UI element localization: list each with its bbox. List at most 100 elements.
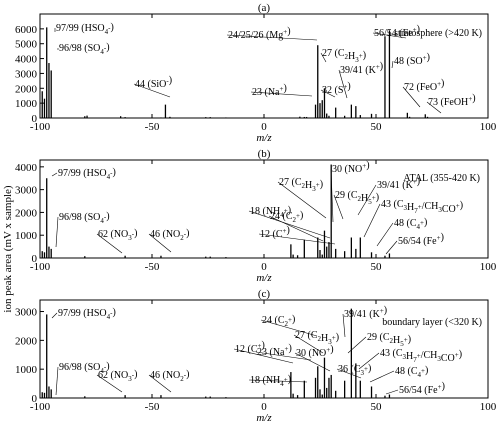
- x-axis-label: m/z: [256, 272, 272, 284]
- peak-annotation: 12 (C+): [235, 340, 265, 355]
- annotation-leader: [330, 168, 334, 223]
- peak-annotation: 23 (Na+): [257, 343, 292, 358]
- peak-annotation: 27 (C2H3+): [279, 177, 323, 193]
- annotation-leader: [133, 83, 171, 98]
- y-tick-label: 3000: [15, 307, 38, 319]
- x-tick-label: 100: [480, 121, 497, 133]
- annotation-leader: [258, 233, 336, 245]
- annotation-leader: [250, 91, 313, 97]
- x-tick-label: 50: [371, 121, 383, 133]
- peak-annotation: 39/41 (K+): [344, 305, 387, 320]
- annotation-leader: [248, 210, 331, 239]
- x-tick-label: -100: [30, 401, 51, 413]
- panel-label: (a): [258, 2, 271, 14]
- annotation-leader: [51, 312, 58, 319]
- peak-annotation: 27 (C2H3+): [322, 48, 366, 64]
- y-tick-label: 2000: [15, 207, 38, 219]
- peak-annotation: 56/54 (Fe+): [399, 381, 445, 396]
- annotation-leader: [385, 240, 398, 255]
- x-axis-label: m/z: [256, 132, 272, 144]
- peak-annotation: 18 (NH4+): [250, 205, 291, 219]
- region-label: stratosphere (>420 K): [394, 28, 482, 39]
- annotation-leader: [96, 374, 123, 393]
- y-tick-label: 6000: [15, 24, 38, 36]
- x-tick-label: -50: [145, 401, 160, 413]
- annotation-leader: [385, 389, 399, 395]
- peak-annotation: 29 (C2H5+): [367, 332, 411, 348]
- x-tick-label: 50: [371, 261, 383, 273]
- peak-annotation: 73 (FeOH+): [428, 93, 476, 108]
- annotation-leader: [369, 370, 395, 383]
- peak-annotation: 27 (C2H3+): [295, 330, 339, 346]
- y-tick-label: 4000: [15, 162, 38, 174]
- annotation-leader: [226, 34, 318, 41]
- panel-label: (c): [258, 288, 271, 300]
- y-tick-label: 0: [32, 113, 38, 125]
- peak-annotation: 56/54 (Fe+): [398, 232, 444, 247]
- x-tick-label: -50: [145, 261, 160, 273]
- x-tick-label: -100: [30, 121, 51, 133]
- peak-annotation: 96/98 (SO4-): [59, 42, 110, 56]
- x-tick-label: 50: [371, 401, 383, 413]
- annotation-leader: [402, 86, 421, 108]
- annotation-leader: [148, 233, 172, 253]
- peak-annotation: 43 (C3H7+/CH3CO+): [381, 199, 463, 215]
- x-tick-label: -100: [30, 261, 51, 273]
- peak-annotation: 36 (C3+): [338, 363, 371, 377]
- annotation-leader: [233, 348, 294, 364]
- peak-annotation: 12 (C+): [260, 225, 290, 240]
- peak-annotation: 30 (NO+): [332, 160, 370, 175]
- peak-annotation: 24/25/26 (Mg+): [228, 26, 291, 41]
- x-axis-label: m/z: [256, 412, 272, 424]
- peak-annotation: 32 (S+): [322, 81, 351, 96]
- y-tick-label: 3000: [15, 185, 38, 197]
- peak-annotation: 48 (C4+): [394, 217, 427, 231]
- peak-annotation: 62 (NO3-): [98, 228, 137, 242]
- annotation-leader: [260, 319, 318, 337]
- annotation-leader: [338, 69, 348, 99]
- annotation-leader: [277, 181, 327, 219]
- x-tick-label: 0: [261, 261, 267, 273]
- y-tick-label: 0: [32, 393, 38, 405]
- peak-annotation: 48 (C4+): [395, 365, 428, 379]
- x-tick-label: 0: [261, 401, 267, 413]
- annotation-leader: [347, 336, 367, 354]
- y-axis-label: ion peak area (mV x sample): [2, 185, 14, 313]
- annotation-leader: [342, 313, 346, 338]
- annotation-leader: [376, 222, 394, 247]
- annotation-leader: [255, 351, 312, 361]
- peak-annotation: 29 (C2H5+): [335, 190, 379, 206]
- x-tick-label: 100: [480, 401, 497, 413]
- peak-annotation: 23 (Na+): [252, 83, 287, 98]
- annotation-leader: [55, 216, 59, 248]
- y-tick-label: 1000: [15, 98, 38, 110]
- annotation-leader: [248, 379, 308, 383]
- peak-annotation: 39/41 (K+): [377, 176, 420, 191]
- x-tick-label: 0: [261, 121, 267, 133]
- x-tick-label: 100: [480, 261, 497, 273]
- annotation-leader: [426, 101, 442, 114]
- peak-annotation: 96/98 (SO4-): [59, 361, 110, 375]
- annotation-leader: [336, 368, 362, 379]
- peak-annotation: 72 (FeO+): [404, 78, 444, 93]
- y-tick-label: 4000: [15, 54, 38, 66]
- annotation-leader: [293, 334, 324, 354]
- peak-annotation: 96/98 (SO4-): [59, 211, 110, 225]
- annotation-leader: [96, 233, 123, 254]
- y-tick-label: 3000: [15, 68, 38, 80]
- panel-label: (b): [258, 148, 271, 160]
- peak-annotation: 24 (C2+): [262, 314, 295, 328]
- peak-annotation: 46 (NO2-): [150, 228, 189, 242]
- y-tick-label: 0: [32, 253, 38, 265]
- peak-annotation: 43 (C3H7+/CH3CO+): [380, 348, 462, 364]
- annotation-leader: [363, 203, 381, 238]
- peak-annotation: 24 (C2+): [270, 210, 303, 224]
- peak-annotation: 39/41 (K+): [340, 61, 383, 76]
- annotation-leader: [51, 172, 58, 177]
- peak-annotation: 97/99 (HSO4-): [58, 167, 116, 181]
- peak-annotation: 62 (NO3-): [98, 369, 137, 383]
- annotation-leader: [55, 366, 59, 396]
